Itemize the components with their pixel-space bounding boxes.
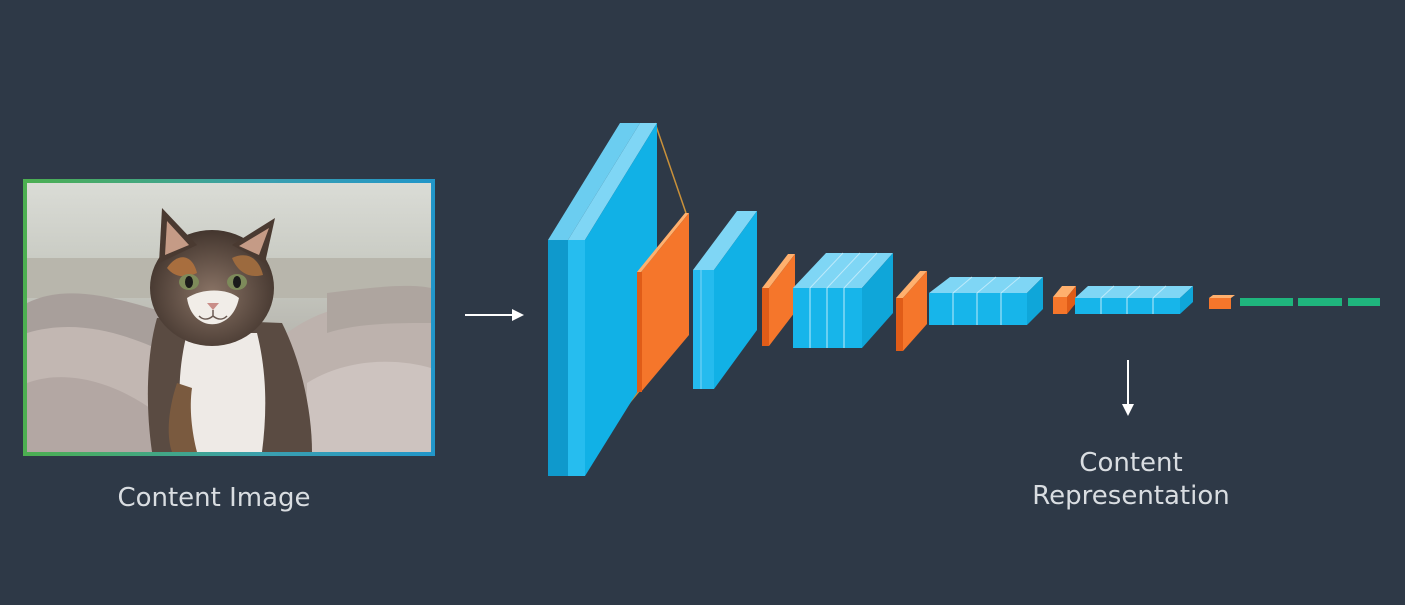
- dense-layer-3: [1348, 298, 1380, 306]
- pool-layer-2: [762, 254, 795, 346]
- content-representation-caption-line-1: Content: [1079, 448, 1183, 478]
- conv-layer-2: [693, 211, 757, 389]
- arrow-right-icon: [465, 309, 524, 321]
- content-image-frame: [23, 179, 435, 456]
- conv-layer-3: [793, 252, 893, 348]
- content-representation-caption: Content Representation: [1010, 447, 1252, 513]
- content-representation-caption-line-2: Representation: [1032, 481, 1230, 511]
- pool-layer-4: [1053, 286, 1076, 314]
- dense-layer-2: [1298, 298, 1342, 306]
- pool-layer-3: [896, 271, 927, 351]
- pool-layer-1: [637, 213, 689, 392]
- dense-layers: [1240, 298, 1380, 306]
- arrow-down-icon: [1122, 360, 1134, 416]
- content-image: [27, 183, 431, 452]
- conv-layer-4: [929, 276, 1043, 325]
- cat-photo: [27, 183, 431, 452]
- dense-layer-1: [1240, 298, 1293, 306]
- cnn-network: [548, 122, 1380, 476]
- conv-layer-5: [1075, 285, 1193, 314]
- content-image-caption: Content Image: [117, 483, 311, 513]
- pool-layer-5: [1209, 295, 1235, 309]
